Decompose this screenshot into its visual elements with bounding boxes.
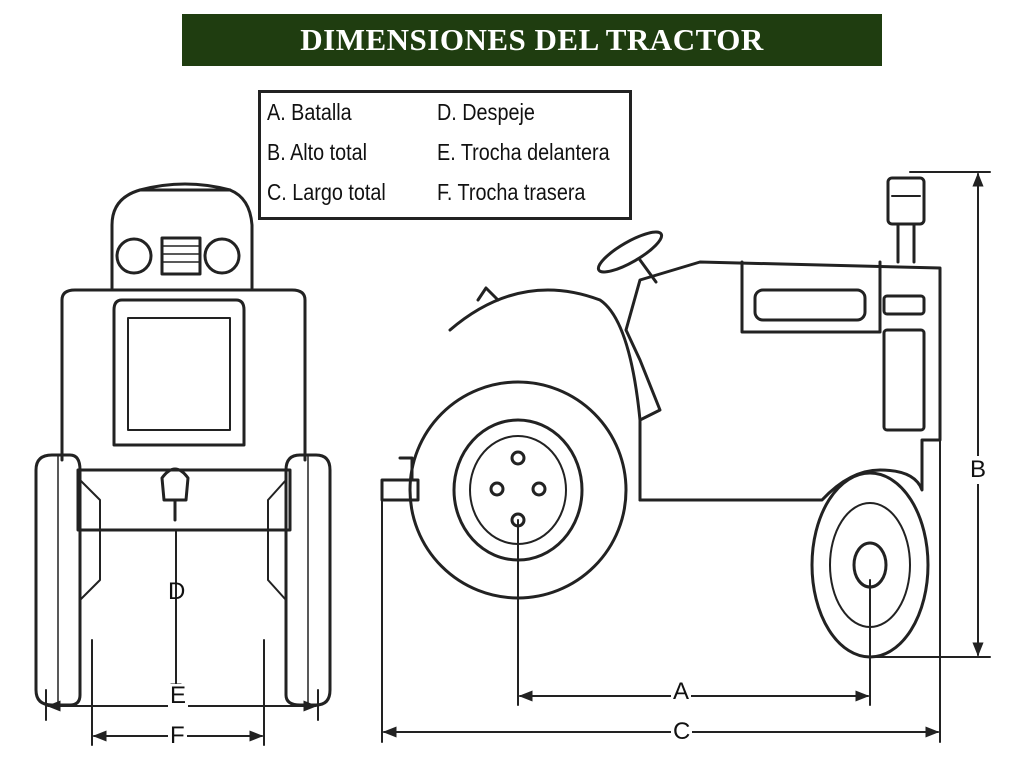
legend-item-e: E. Trocha delantera xyxy=(437,139,610,165)
legend-item-f: F. Trocha trasera xyxy=(437,179,586,205)
legend-item-d: D. Despeje xyxy=(437,99,535,125)
label-c: C xyxy=(671,718,693,745)
label-b: B xyxy=(970,456,987,484)
label-a: A xyxy=(671,678,692,705)
legend-item-c: C. Largo total xyxy=(267,179,386,205)
label-f: F xyxy=(168,722,187,749)
front-dimension-lines xyxy=(45,529,319,746)
legend-box: A. Batalla B. Alto total C. Largo total … xyxy=(258,90,632,220)
label-e: E xyxy=(168,682,189,709)
legend-item-a: A. Batalla xyxy=(267,99,352,125)
tractor-side-view xyxy=(380,176,942,659)
label-d: D xyxy=(168,578,186,605)
page-title: DIMENSIONES DEL TRACTOR xyxy=(182,14,882,66)
legend-item-b: B. Alto total xyxy=(267,139,368,165)
tractor-front-view xyxy=(34,182,332,707)
side-dimension-lines xyxy=(381,171,991,743)
